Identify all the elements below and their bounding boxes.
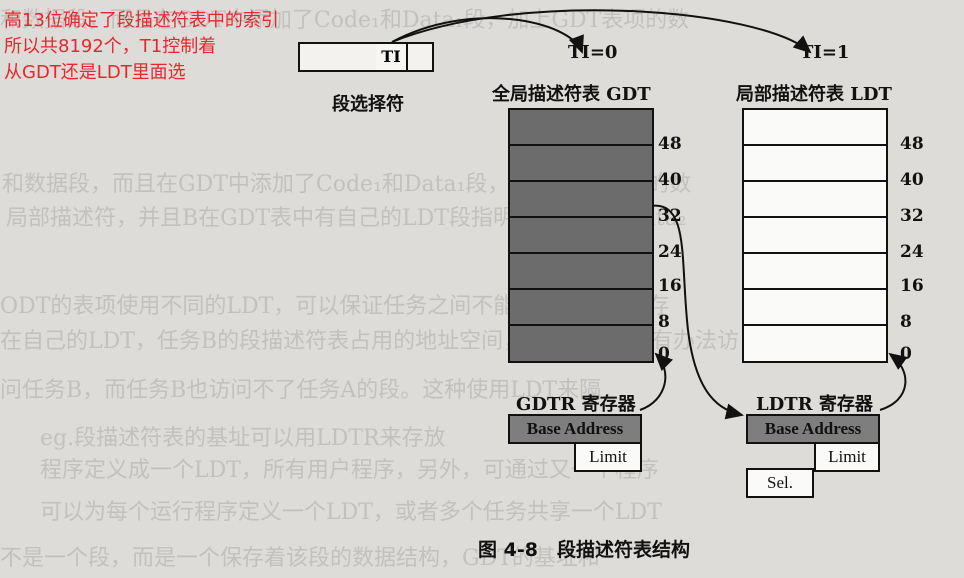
ldt-offset-label: 40 xyxy=(900,170,924,190)
gdt-entry xyxy=(510,326,652,361)
gdt-offset-label: 16 xyxy=(658,276,682,296)
gdt-offset-label: 40 xyxy=(658,170,682,190)
bg-text-line: 可以为每个运行程序定义一个LDT，或者多个任务共享一个LDT xyxy=(40,500,662,525)
ldt-entry xyxy=(744,218,886,254)
gdt-offset-label: 24 xyxy=(658,242,682,262)
ldtr-title: LDTR 寄存器 xyxy=(756,394,873,415)
gdt-offset-label: 8 xyxy=(658,312,670,332)
selector-to-gdt-arrow xyxy=(391,17,584,54)
selector-caption: 段选择符 xyxy=(332,94,404,115)
gdt-offset-label: 0 xyxy=(658,344,670,364)
gdt-entry xyxy=(510,182,652,218)
bg-text-line: 程序定义成一个LDT，所有用户程序，另外，可通过又一个程序 xyxy=(40,458,659,483)
gdt-entry xyxy=(510,254,652,290)
gdt-entry xyxy=(510,290,652,326)
selector-to-ldt-arrow xyxy=(391,9,812,54)
ldtr-to-ldt-arrow xyxy=(879,352,908,411)
ldt-entry xyxy=(744,110,886,146)
bg-text-line: 和数据段，而且在GDT中添加了Code₁和Data₁段，加上GDT表项的数 xyxy=(0,8,690,33)
gdt-table xyxy=(508,108,654,363)
bg-text-line: 不是一个段，而是一个保存着该段的数据结构，GDT的基址和 xyxy=(0,546,600,571)
ldt-entry xyxy=(744,326,886,361)
selector-index-field xyxy=(300,44,378,70)
ldt-offset-label: 48 xyxy=(900,134,924,154)
ldtr-limit: Limit xyxy=(814,442,880,472)
gdtr-title: GDTR 寄存器 xyxy=(516,394,636,415)
ldt-title: 局部描述符表 LDT xyxy=(736,84,892,105)
bg-text-line: 问任务B，而任务B也访问不了任务A的段。这种使用LDT来隔 xyxy=(0,378,602,403)
ldt-table xyxy=(742,108,888,363)
ldt-offset-label: 32 xyxy=(900,206,924,226)
ldt-entry xyxy=(744,254,886,290)
ldt-offset-label: 24 xyxy=(900,242,924,262)
ldt-offset-label: 16 xyxy=(900,276,924,296)
ldtr-base-address: Base Address xyxy=(746,414,880,444)
gdt-entry xyxy=(510,146,652,182)
bg-text-line: eg.段描述符表的基址可以用LDTR来存放 xyxy=(40,426,446,451)
ldt-ti-label: TI=1 xyxy=(800,42,850,63)
ldtr-selector: Sel. xyxy=(746,468,814,498)
gdt-entry xyxy=(510,218,652,254)
ldt-offset-label: 8 xyxy=(900,312,912,332)
annotation-note: 高13位确定了段描述符表中的索引 所以共8192个，T1控制着 从GDT还是LD… xyxy=(4,8,279,86)
gdt-entry-to-ldt-arrow xyxy=(649,204,744,420)
ldt-entry xyxy=(744,182,886,218)
annotation-line: 所以共8192个，T1控制着 xyxy=(4,36,217,57)
segment-selector: TI xyxy=(298,42,434,72)
annotation-line: 从GDT还是LDT里面选 xyxy=(4,62,186,83)
annotation-line: 高13位确定了段描述符表中的索引 xyxy=(4,10,279,31)
gdt-entry xyxy=(510,110,652,146)
figure-caption: 图 4-8 段描述符表结构 xyxy=(478,539,690,561)
gdtr-base-address: Base Address xyxy=(508,414,642,444)
gdt-offset-label: 48 xyxy=(658,134,682,154)
gdtr-to-gdt-arrow xyxy=(639,352,673,411)
ldt-offset-label: 0 xyxy=(900,344,912,364)
gdt-title: 全局描述符表 GDT xyxy=(492,84,651,105)
ldt-entry xyxy=(744,290,886,326)
gdtr-limit: Limit xyxy=(574,442,642,472)
selector-ti-field: TI xyxy=(376,44,408,70)
gdt-offset-label: 32 xyxy=(658,206,682,226)
gdt-ti-label: TI=0 xyxy=(568,42,618,63)
ldt-entry xyxy=(744,146,886,182)
